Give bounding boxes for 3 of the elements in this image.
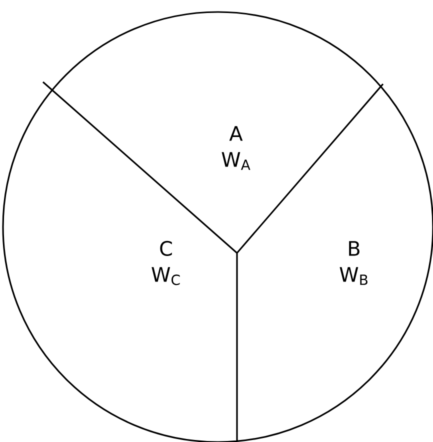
sector-label: C W$_{C}$ [152,240,180,286]
sector-label: A W$_{A}$ [222,126,250,170]
sector-label: B W$_{B}$ [340,241,368,285]
